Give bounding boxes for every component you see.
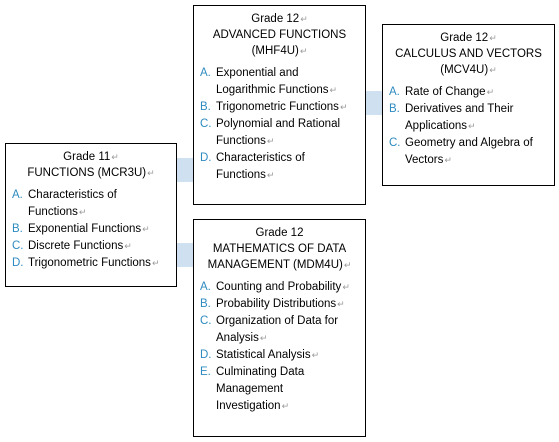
strand-item: D. Statistical Analysis↵ [200, 347, 359, 364]
course-header: Grade 12 MATHEMATICS OF DATA MANAGEMENT … [200, 225, 359, 273]
strand-item: A. Exponential and Logarithmic Functions↵ [200, 65, 359, 99]
strand-item: C. Discrete Functions↵ [12, 238, 170, 255]
strand-letter: B. [200, 101, 211, 113]
strand-item: C. Organization of Data for Analysis↵ [200, 313, 359, 347]
strand-item: C. Polynomial and Rational Functions↵ [200, 116, 359, 150]
connector-mcr3u-mdm4u [176, 243, 194, 267]
strand-letter: C. [200, 315, 212, 327]
strand-item: D. Characteristics of Functions↵ [200, 150, 359, 184]
strand-letter: B. [12, 223, 23, 235]
strand-item: B. Trigonometric Functions↵ [200, 99, 359, 116]
strand-text: Counting and Probability↵ [216, 281, 350, 293]
course-box-mhf4u: Grade 12↵ ADVANCED FUNCTIONS (MHF4U)↵ A.… [193, 5, 366, 205]
strand-text: Characteristics of Functions↵ [216, 152, 305, 181]
strand-letter: B. [389, 103, 400, 115]
strand-letter: A. [200, 67, 211, 79]
course-code: (MCV4U)↵ [440, 64, 497, 76]
course-box-mcv4u: Grade 12↵ CALCULUS AND VECTORS (MCV4U)↵ … [382, 24, 555, 186]
strand-letter: D. [200, 152, 212, 164]
course-title: CALCULUS AND VECTORS [395, 48, 542, 60]
strand-text: Exponential and Logarithmic Functions↵ [216, 67, 338, 96]
strand-text: Discrete Functions↵ [28, 240, 132, 252]
strand-item: B. Exponential Functions↵ [12, 221, 170, 238]
strand-letter: D. [200, 349, 212, 361]
course-header: Grade 11↵ FUNCTIONS (MCR3U)↵ [12, 149, 170, 181]
strand-item: C. Geometry and Algebra of Vectors↵ [389, 135, 548, 169]
strand-letter: C. [200, 118, 212, 130]
course-title: FUNCTIONS (MCR3U)↵ [27, 167, 155, 179]
course-header: Grade 12↵ ADVANCED FUNCTIONS (MHF4U)↵ [200, 11, 359, 59]
strand-text: Trigonometric Functions↵ [216, 101, 348, 113]
strand-text: Polynomial and Rational Functions↵ [216, 118, 341, 147]
strand-text: Rate of Change↵ [405, 86, 495, 98]
strand-letter: C. [12, 240, 24, 252]
strand-letter: A. [200, 281, 211, 293]
strand-letter: E. [200, 366, 211, 378]
strand-text: Derivatives and Their Applications↵ [405, 103, 514, 132]
connector-mhf4u-mcv4u [365, 91, 383, 115]
grade-label: Grade 11↵ [63, 151, 119, 163]
grade-label: Grade 12↵ [251, 13, 308, 25]
strand-text: Culminating Data Management Investigatio… [216, 366, 305, 412]
strand-item: E. Culminating Data Management Investigat… [200, 364, 359, 415]
strand-letter: C. [389, 137, 401, 149]
strand-text: Characteristics of Functions↵ [28, 189, 117, 218]
strand-text: Probability Distributions↵ [216, 298, 345, 310]
course-title: ADVANCED FUNCTIONS [212, 29, 347, 41]
strand-item: A. Counting and Probability↵ [200, 279, 359, 296]
course-code: MANAGEMENT (MDM4U)↵ [207, 259, 352, 271]
strand-item: D. Trigonometric Functions↵ [12, 255, 170, 272]
strand-item: A. Characteristics of Functions↵ [12, 187, 170, 221]
strand-text: Organization of Data for Analysis↵ [216, 315, 339, 344]
strand-item: A. Rate of Change↵ [389, 84, 548, 101]
connector-mcr3u-mhf4u [176, 158, 194, 182]
course-header: Grade 12↵ CALCULUS AND VECTORS (MCV4U)↵ [389, 30, 548, 78]
strand-list: A. Rate of Change↵ B. Derivatives and Thei… [389, 84, 548, 169]
strand-letter: A. [12, 189, 23, 201]
course-title: MATHEMATICS OF DATA [212, 243, 347, 255]
strand-list: A. Exponential and Logarithmic Functions↵… [200, 65, 359, 184]
strand-list: A. Characteristics of Functions↵ B. Expone… [12, 187, 170, 272]
strand-list: A. Counting and Probability↵ B. Probabilit… [200, 279, 359, 415]
strand-text: Geometry and Algebra of Vectors↵ [405, 137, 533, 166]
strand-text: Exponential Functions↵ [28, 223, 150, 235]
course-box-mcr3u: Grade 11↵ FUNCTIONS (MCR3U)↵ A. Character… [5, 143, 177, 287]
strand-letter: A. [389, 86, 400, 98]
grade-label: Grade 12↵ [440, 32, 497, 44]
strand-letter: D. [12, 257, 24, 269]
course-code: (MHF4U)↵ [251, 45, 308, 57]
strand-text: Trigonometric Functions↵ [28, 257, 160, 269]
grade-label: Grade 12 [255, 227, 304, 239]
course-box-mdm4u: Grade 12 MATHEMATICS OF DATA MANAGEMENT … [193, 219, 366, 437]
strand-item: B. Derivatives and Their Applications↵ [389, 101, 548, 135]
strand-letter: B. [200, 298, 211, 310]
strand-text: Statistical Analysis↵ [216, 349, 320, 361]
strand-item: B. Probability Distributions↵ [200, 296, 359, 313]
